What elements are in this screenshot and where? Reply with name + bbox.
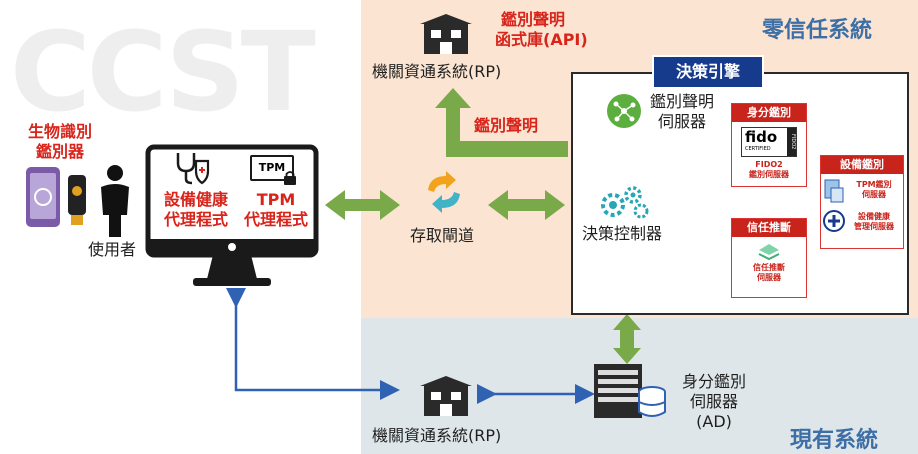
health-server-label: 設備健康 管理伺服器 [854, 212, 894, 231]
assertion-server-network-icon [607, 94, 641, 128]
api-library-label: 鑑別聲明 函式庫(API) [495, 10, 588, 49]
identity-auth-card: 身分鑑別 fido CERTIFIED FIDO2 FIDO2 鑑別伺服器 [731, 103, 807, 187]
gateway-label: 存取閘道 [410, 226, 475, 245]
building-icon-bottom [420, 376, 472, 416]
biometric-devices-icon [26, 167, 86, 227]
lock-icon [284, 171, 296, 185]
trust-inference-card: 信任推斷 信任推斷 伺服器 [731, 218, 807, 298]
user-icon [101, 165, 129, 237]
assertion-arrow-label: 鑑別聲明 [474, 116, 539, 135]
zero-trust-label: 零信任系統 [762, 18, 873, 43]
rp-top-label: 機關資通系統(RP) [372, 62, 502, 81]
gateway-refresh-icon [428, 171, 460, 213]
rp-bottom-label: 機關資通系統(RP) [372, 426, 502, 445]
device-auth-card: 設備鑑別 TPM鑑別 伺服器 設備健康 管理伺服器 [820, 155, 904, 249]
monitor-rp-line [226, 288, 400, 400]
tpm-server-label: TPM鑑別 伺服器 [856, 180, 892, 199]
fido-logo: fido CERTIFIED FIDO2 [741, 127, 797, 157]
assertion-arrow [435, 88, 568, 157]
ccst-watermark-logo: CCST [10, 8, 316, 136]
gateway-controller-arrow [488, 190, 565, 220]
gears-icon [601, 186, 649, 219]
user-label: 使用者 [88, 240, 137, 259]
server-rack-icon [594, 364, 666, 418]
health-plus-icon [823, 210, 845, 232]
monitor-gateway-arrow [325, 190, 400, 220]
layers-icon [758, 244, 780, 261]
decision-engine-title: 決策引擎 [652, 55, 764, 89]
tpm-server-icon [824, 179, 844, 203]
identity-server-label: 身分鑑別 伺服器 (AD) [681, 372, 746, 431]
tpm-agent-label: TPM 代理程式 [243, 190, 308, 229]
biometric-label: 生物識別 鑑別器 [27, 122, 92, 161]
assertion-server-label: 鑑別聲明 伺服器 [649, 92, 714, 131]
stethoscope-shield-icon [176, 153, 210, 185]
health-agent-label: 設備健康 代理程式 [163, 190, 228, 229]
decision-controller-label: 決策控制器 [582, 224, 663, 243]
building-icon [420, 14, 472, 54]
existing-system-label: 現有系統 [790, 428, 879, 453]
engine-identity-arrow [613, 314, 641, 364]
